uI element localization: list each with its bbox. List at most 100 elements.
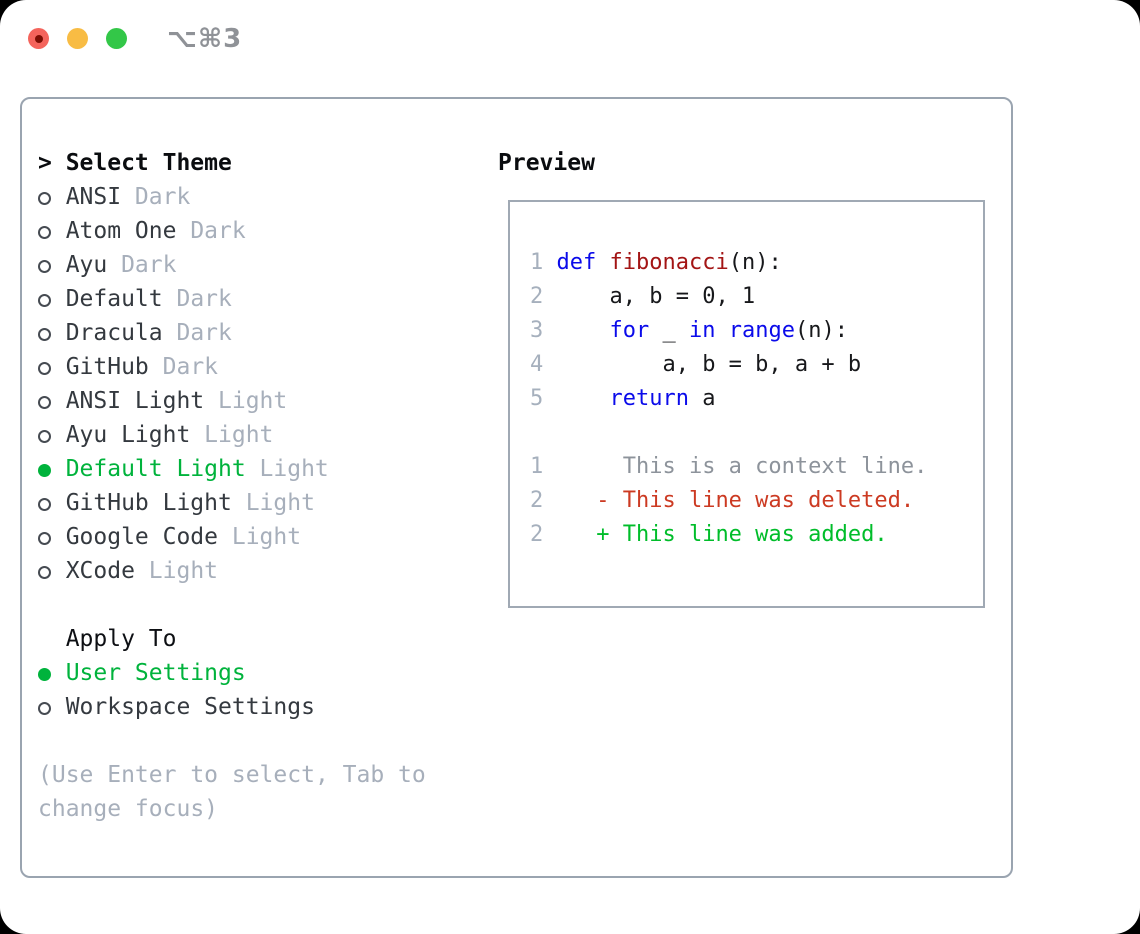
radio-cell bbox=[38, 180, 66, 214]
window-shortcut-label: ⌥⌘3 bbox=[167, 24, 243, 54]
line-number: 4 bbox=[530, 352, 557, 377]
spacer bbox=[38, 588, 488, 622]
theme-variant: Light bbox=[259, 456, 329, 482]
theme-variant: Dark bbox=[162, 354, 219, 380]
hint-line-1: (Use Enter to select, Tab to bbox=[38, 762, 426, 788]
code-token: + This line was added. bbox=[556, 522, 888, 547]
code-token: (n): bbox=[794, 318, 848, 343]
theme-option-default-light[interactable]: Default Light Light bbox=[38, 452, 488, 486]
apply-option-user-settings[interactable]: User Settings bbox=[38, 656, 488, 690]
theme-variant: Light bbox=[148, 558, 219, 584]
close-button[interactable] bbox=[28, 28, 49, 49]
theme-variant: Dark bbox=[176, 320, 232, 346]
minimize-button[interactable] bbox=[67, 28, 88, 49]
theme-name: Google Code bbox=[65, 524, 219, 550]
theme-variant: Dark bbox=[134, 184, 191, 210]
prompt-caret-icon: > bbox=[38, 150, 52, 176]
spacer bbox=[38, 724, 488, 758]
radio-unselected-icon bbox=[38, 702, 51, 715]
theme-variant: Light bbox=[245, 490, 315, 516]
code-token: This is a context line. bbox=[556, 454, 928, 479]
radio-cell bbox=[38, 690, 66, 724]
code-token bbox=[715, 318, 728, 343]
radio-cell bbox=[38, 656, 66, 690]
line-number: 2 bbox=[530, 488, 557, 513]
radio-unselected-icon bbox=[38, 294, 51, 307]
code-token: (n): bbox=[728, 250, 782, 275]
preview-line: 4 a, b = b, a + b bbox=[530, 348, 973, 382]
line-number: 2 bbox=[530, 284, 557, 309]
code-token: - This line was deleted. bbox=[556, 488, 915, 513]
preview-line: 1 def fibonacci(n): bbox=[530, 246, 973, 280]
apply-option-label: Workspace Settings bbox=[65, 694, 315, 720]
code-token bbox=[557, 386, 610, 411]
theme-name: Default bbox=[65, 286, 163, 312]
theme-variant: Light bbox=[231, 524, 302, 550]
theme-option-github[interactable]: GitHub Dark bbox=[38, 350, 488, 384]
apply-option-label: User Settings bbox=[65, 660, 246, 686]
preview-line: 2 a, b = 0, 1 bbox=[530, 280, 973, 314]
radio-unselected-icon bbox=[38, 532, 51, 545]
apply-to-title: Apply To bbox=[65, 626, 177, 652]
theme-name: Dracula bbox=[65, 320, 163, 346]
radio-cell bbox=[38, 554, 66, 588]
line-number: 3 bbox=[530, 318, 557, 343]
code-token: a, b = b, a + b bbox=[556, 352, 862, 377]
line-number: 5 bbox=[530, 386, 557, 411]
radio-cell bbox=[38, 350, 66, 384]
code-token bbox=[596, 250, 609, 275]
preview-line: 5 return a bbox=[530, 382, 973, 416]
radio-unselected-icon bbox=[38, 260, 51, 273]
radio-cell bbox=[38, 384, 66, 418]
code-token bbox=[557, 318, 610, 343]
theme-name: ANSI Light bbox=[65, 388, 205, 414]
hint-line-2: change focus) bbox=[38, 796, 219, 822]
radio-cell bbox=[38, 418, 66, 452]
theme-option-atom-one[interactable]: Atom One Dark bbox=[38, 214, 488, 248]
theme-name: GitHub Light bbox=[65, 490, 232, 516]
apply-to-header: Apply To bbox=[38, 622, 488, 656]
theme-name: GitHub bbox=[65, 354, 149, 380]
apply-option-workspace-settings[interactable]: Workspace Settings bbox=[38, 690, 488, 724]
maximize-button[interactable] bbox=[106, 28, 127, 49]
radio-unselected-icon bbox=[38, 328, 51, 341]
radio-cell bbox=[38, 452, 66, 486]
theme-option-github-light[interactable]: GitHub Light Light bbox=[38, 486, 488, 520]
radio-unselected-icon bbox=[38, 566, 51, 579]
theme-name: Ayu bbox=[65, 252, 108, 278]
radio-cell bbox=[38, 214, 66, 248]
close-dot-icon bbox=[34, 34, 43, 43]
preview-line: 2 + This line was added. bbox=[530, 518, 973, 552]
theme-option-dracula[interactable]: Dracula Dark bbox=[38, 316, 488, 350]
theme-name: Atom One bbox=[65, 218, 177, 244]
radio-selected-icon bbox=[38, 464, 51, 477]
theme-variant: Dark bbox=[121, 252, 177, 278]
radio-unselected-icon bbox=[38, 226, 51, 239]
theme-option-ayu[interactable]: Ayu Dark bbox=[38, 248, 488, 282]
theme-variant: Dark bbox=[190, 218, 246, 244]
theme-option-google-code[interactable]: Google Code Light bbox=[38, 520, 488, 554]
preview-title: Preview bbox=[498, 150, 595, 176]
select-theme-title: Select Theme bbox=[65, 150, 232, 176]
radio-cell bbox=[38, 282, 66, 316]
radio-selected-icon bbox=[38, 668, 51, 681]
code-token: in bbox=[688, 318, 716, 343]
theme-name: Default Light bbox=[65, 456, 246, 482]
radio-unselected-icon bbox=[38, 430, 51, 443]
theme-variant: Light bbox=[204, 422, 274, 448]
line-number: 1 bbox=[530, 250, 557, 275]
line-number: 1 bbox=[530, 454, 557, 479]
preview-line: 2 - This line was deleted. bbox=[530, 484, 973, 518]
preview-line: 1 This is a context line. bbox=[530, 450, 973, 484]
preview-line: 3 for _ in range(n): bbox=[530, 314, 973, 348]
